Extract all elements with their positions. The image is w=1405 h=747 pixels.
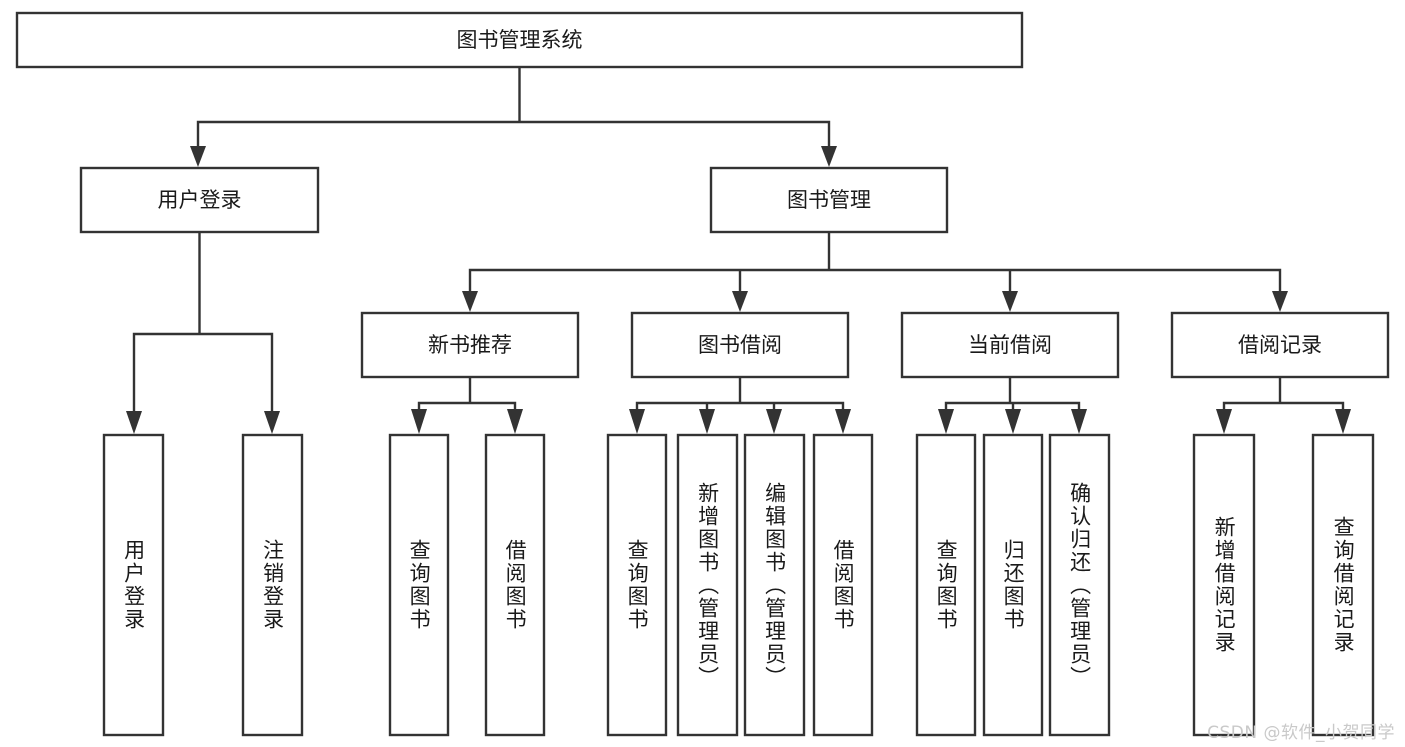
node-root[interactable]: 图书管理系统 [15, 11, 1024, 69]
node-book-borrow-label: 图书借阅 [698, 333, 782, 357]
connector-userlogin-to-leaves [132, 230, 274, 417]
node-new-book-rec-label: 新书推荐 [428, 333, 512, 357]
leaf-confirm-return-box[interactable] [1048, 433, 1111, 737]
node-current-borrow-box[interactable] [900, 311, 1120, 379]
node-borrow-record-label: 借阅记录 [1238, 333, 1322, 357]
arrowhead-leaf-query-book-cur [938, 409, 954, 434]
arrowhead-leaf-query-book-borrow [629, 409, 645, 434]
arrowhead-borrow-record [1272, 291, 1288, 312]
node-user-login-label: 用户登录 [158, 188, 242, 212]
node-new-book-rec-box[interactable] [360, 311, 580, 379]
leaf-add-book-box[interactable] [676, 433, 739, 737]
node-user-login[interactable]: 用户登录 [79, 166, 320, 234]
arrowhead-leaf-query-record [1335, 409, 1351, 434]
arrowhead-new-book-rec [462, 291, 478, 312]
node-current-borrow-label: 当前借阅 [968, 333, 1052, 357]
arrowhead-leaf-user-login [126, 411, 142, 434]
node-root-box[interactable] [15, 11, 1024, 69]
arrowhead-user-login [190, 146, 206, 167]
leaf-query-book-cur-box[interactable] [915, 433, 977, 737]
connector-bookborrow-to-leaves [635, 375, 845, 417]
node-borrow-record-box[interactable] [1170, 311, 1390, 379]
node-book-borrow[interactable]: 图书借阅 [630, 311, 850, 379]
node-book-borrow-box[interactable] [630, 311, 850, 379]
leaf-query-book-borrow-box[interactable] [606, 433, 668, 737]
arrowhead-book-manage [821, 146, 837, 167]
arrowhead-leaf-edit-book [766, 409, 782, 434]
arrowhead-book-borrow [732, 291, 748, 312]
connector-newbookrec-to-leaves [417, 375, 517, 417]
node-book-manage-box[interactable] [709, 166, 949, 234]
leaf-query-book-rec-box[interactable] [388, 433, 450, 737]
leaf-borrow-book-box[interactable] [812, 433, 874, 737]
arrowhead-leaf-return-book [1005, 409, 1021, 434]
leaf-query-record-box[interactable] [1311, 433, 1375, 737]
arrowhead-current-borrow [1002, 291, 1018, 312]
leaf-return-book-box[interactable] [982, 433, 1044, 737]
node-borrow-record[interactable]: 借阅记录 [1170, 311, 1390, 379]
node-book-manage[interactable]: 图书管理 [709, 166, 949, 234]
connector-bookmanage-to-level3 [468, 230, 1282, 297]
leaf-borrow-book-rec-box[interactable] [484, 433, 546, 737]
leaf-user-login-box[interactable] [102, 433, 165, 737]
arrowhead-leaf-borrow-book-rec [507, 409, 523, 434]
arrowhead-leaf-borrow-book [835, 409, 851, 434]
node-user-login-box[interactable] [79, 166, 320, 234]
node-book-manage-label: 图书管理 [787, 188, 871, 212]
csdn-watermark: CSDN @软件_小贺同学 [1207, 723, 1395, 743]
arrowhead-leaf-add-book [699, 409, 715, 434]
arrowhead-leaf-confirm-return [1071, 409, 1087, 434]
node-root-label: 图书管理系统 [457, 28, 583, 52]
connector-borrowrecord-to-leaves [1222, 375, 1345, 417]
leaf-box-layer [102, 433, 1375, 737]
arrowhead-leaf-logout [264, 411, 280, 434]
node-new-book-rec[interactable]: 新书推荐 [360, 311, 580, 379]
arrowhead-leaf-query-book-rec [411, 409, 427, 434]
arrowhead-leaf-add-record [1216, 409, 1232, 434]
connector-layer [126, 65, 1351, 434]
leaf-edit-book-box[interactable] [743, 433, 806, 737]
leaf-add-record-box[interactable] [1192, 433, 1256, 737]
connector-root-to-level2 [196, 65, 831, 152]
node-current-borrow[interactable]: 当前借阅 [900, 311, 1120, 379]
leaf-logout-box[interactable] [241, 433, 304, 737]
